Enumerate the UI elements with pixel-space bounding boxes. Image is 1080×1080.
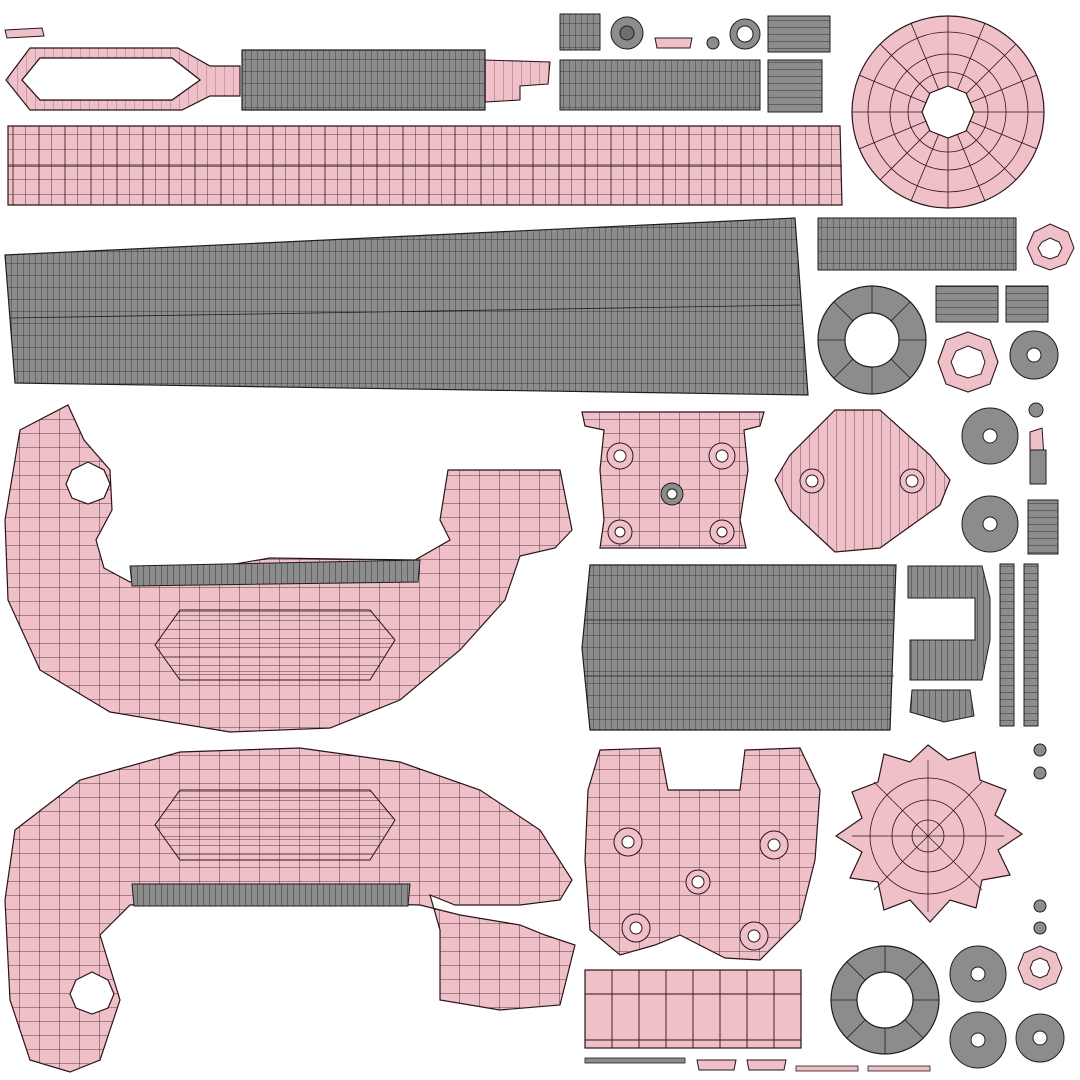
bottom-strip-island — [584, 969, 802, 1049]
mid-bellows-island — [581, 564, 897, 731]
small-rings-bottom — [949, 945, 1065, 1069]
gear-wheel-top-island — [851, 15, 1045, 209]
clip-and-rails — [907, 563, 1039, 727]
corrugated-band-island — [7, 125, 843, 206]
strap-end-island — [484, 59, 551, 103]
long-bellows-island — [4, 217, 809, 396]
right-gray-strips — [817, 217, 1049, 323]
diamond-plate-island — [774, 409, 951, 553]
left-bracket-upper-island — [4, 404, 573, 733]
mid-right-small-islands — [961, 402, 1059, 555]
tiny-spheres — [1033, 743, 1047, 935]
gray-ring-small-b — [1009, 330, 1059, 380]
saddle-plate-island — [584, 747, 821, 961]
handle-grip-island — [241, 49, 486, 111]
pink-octagon-ring — [937, 331, 999, 393]
small-top-islands — [559, 13, 831, 113]
pink-ring-small-a — [1026, 223, 1075, 271]
left-bracket-lower-island — [4, 747, 576, 1073]
small-ring-icon — [610, 16, 644, 50]
star-gear-island — [834, 744, 1024, 923]
ring-large-upper-island — [817, 285, 927, 395]
ring-large-lower-island — [830, 945, 940, 1055]
loop-strap-island — [4, 27, 241, 111]
mount-plate-island — [581, 411, 765, 549]
bottom-small-strips — [584, 1057, 931, 1072]
